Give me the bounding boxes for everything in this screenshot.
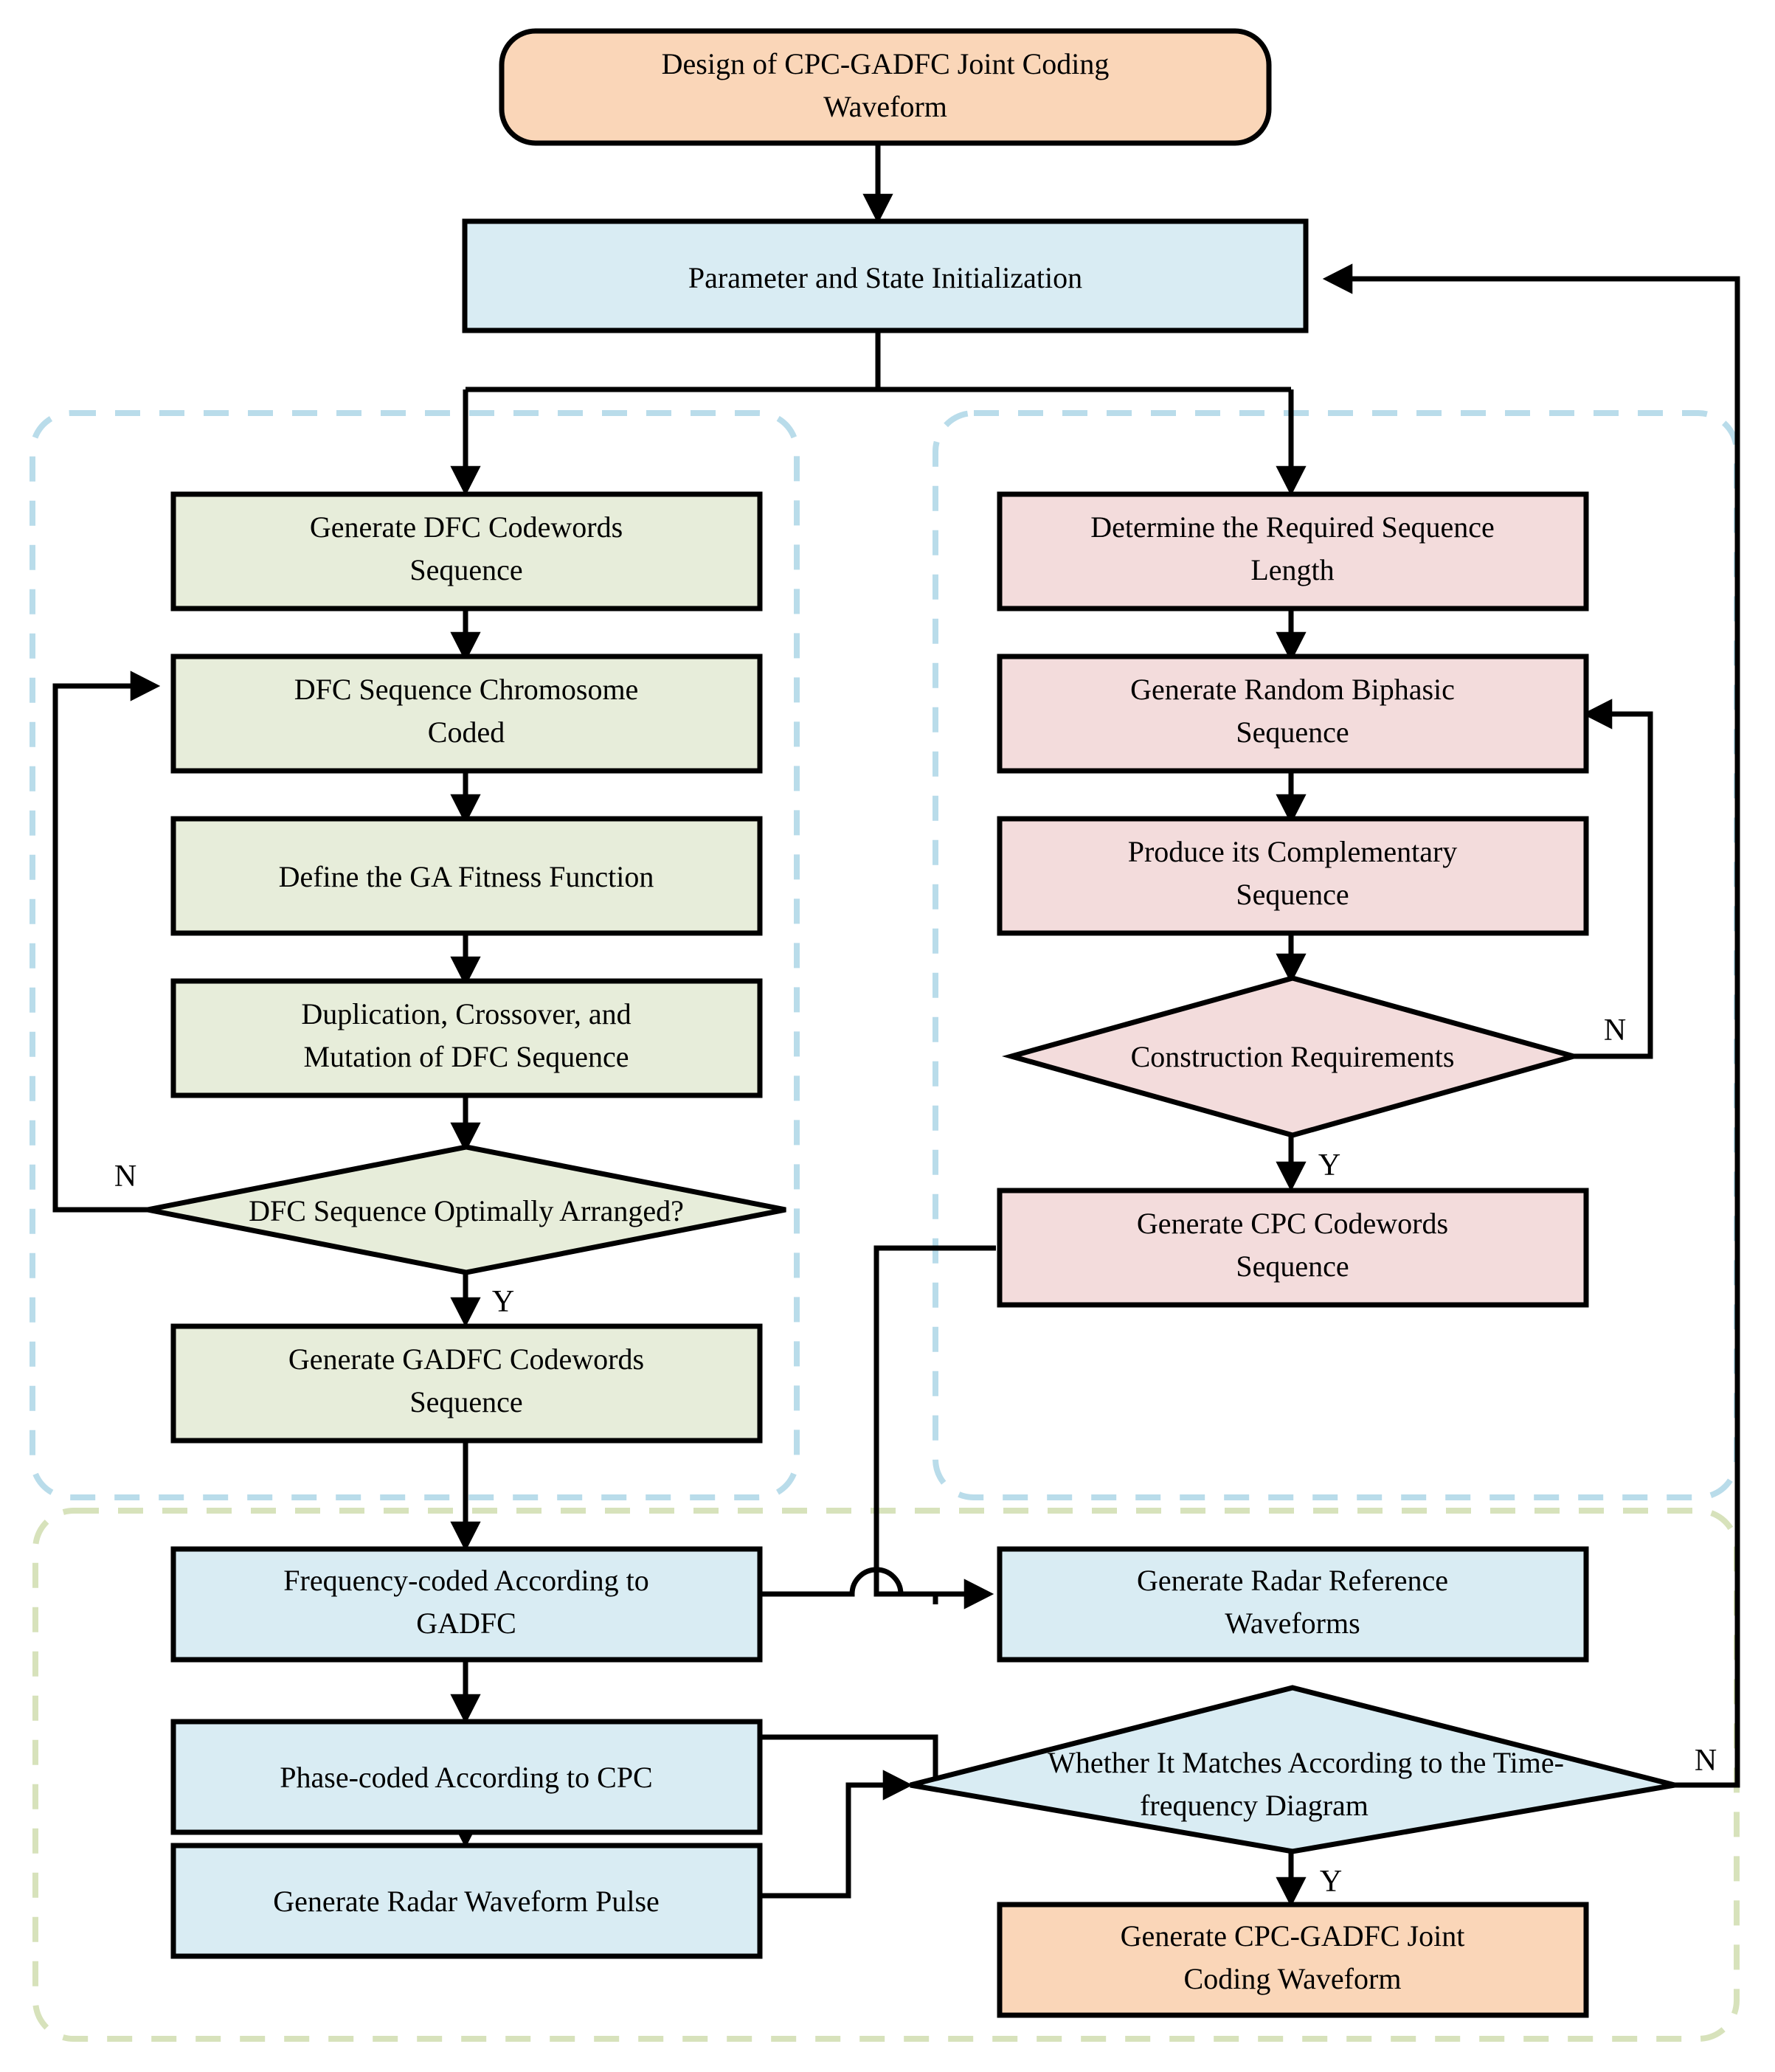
edge-init-split xyxy=(466,328,1291,392)
node-start-label-2: Waveform xyxy=(823,90,947,123)
node-init[interactable] xyxy=(462,218,1309,333)
edge-freqcoded-to-radarref xyxy=(760,1567,938,1604)
node-radar-reference[interactable] xyxy=(997,1546,1589,1663)
node-dfc-chromosome[interactable] xyxy=(170,654,763,774)
node-dfc-gen[interactable] xyxy=(170,491,763,611)
group-dfc-ga xyxy=(30,410,800,1500)
node-ga-operators-label-1: Duplication, Crossover, and xyxy=(301,997,631,1030)
node-gadfc-gen-label-2: Sequence xyxy=(409,1385,522,1418)
edge-label-construction-yes: Y xyxy=(1318,1148,1340,1182)
node-sequence-length-label-1: Determine the Required Sequence xyxy=(1090,510,1495,544)
node-start-label-1: Design of CPC-GADFC Joint Coding xyxy=(662,47,1110,80)
node-radar-pulse[interactable] xyxy=(170,1843,763,1959)
node-dfc-gen-label-2: Sequence xyxy=(409,553,522,586)
node-phase-coded-label: Phase-coded According to CPC xyxy=(280,1761,653,1794)
edge-label-match-yes: Y xyxy=(1320,1865,1342,1899)
node-radar-reference-label-2: Waveforms xyxy=(1225,1607,1360,1640)
node-dfc-decision[interactable] xyxy=(147,1144,786,1275)
node-ga-operators[interactable] xyxy=(170,978,763,1098)
node-frequency-coded-label-2: GADFC xyxy=(416,1607,516,1640)
node-dfc-gen-label-1: Generate DFC Codewords xyxy=(310,510,623,544)
node-dfc-chromosome-label-2: Coded xyxy=(428,716,505,749)
node-dfc-decision-label: DFC Sequence Optimally Arranged? xyxy=(249,1194,684,1227)
node-complementary-label-1: Produce its Complementary xyxy=(1128,835,1458,868)
node-start[interactable] xyxy=(499,28,1272,146)
node-init-label: Parameter and State Initialization xyxy=(688,261,1082,294)
node-gadfc-gen[interactable] xyxy=(170,1323,763,1444)
edge-label-construction-no: N xyxy=(1604,1014,1626,1047)
node-construction-decision-label: Construction Requirements xyxy=(1131,1040,1455,1073)
node-radar-reference-label-1: Generate Radar Reference xyxy=(1137,1564,1448,1597)
node-construction-decision[interactable] xyxy=(1001,975,1584,1138)
node-ga-operators-label-2: Mutation of DFC Sequence xyxy=(303,1040,629,1073)
node-cpc-gen-label-2: Sequence xyxy=(1236,1250,1349,1283)
node-dfc-chromosome-label-1: DFC Sequence Chromosome xyxy=(294,673,639,706)
node-complementary[interactable] xyxy=(997,816,1589,936)
node-complementary-label-2: Sequence xyxy=(1236,878,1349,911)
node-ga-fitness-label: Define the GA Fitness Function xyxy=(279,860,654,893)
node-sequence-length[interactable] xyxy=(997,491,1589,611)
edge-label-dfc-yes: Y xyxy=(492,1285,514,1319)
edge-dfc-decision-no-loop xyxy=(52,671,167,1213)
edge-pulse-to-match xyxy=(760,1770,913,1899)
node-final-output[interactable] xyxy=(997,1902,1589,2018)
node-gadfc-gen-label-1: Generate GADFC Codewords xyxy=(288,1342,644,1376)
node-match-decision-label-2: frequency Diagram xyxy=(1140,1789,1369,1822)
node-radar-pulse-label: Generate Radar Waveform Pulse xyxy=(273,1885,660,1918)
node-cpc-gen-label-1: Generate CPC Codewords xyxy=(1137,1207,1448,1240)
node-final-output-label-1: Generate CPC-GADFC Joint xyxy=(1121,1919,1465,1953)
node-sequence-length-label-2: Length xyxy=(1250,553,1334,586)
edge-match-no-to-init xyxy=(1322,263,1740,1788)
edge-phasecoded-to-match xyxy=(760,1734,938,1785)
edge-label-match-no: N xyxy=(1695,1744,1717,1778)
node-cpc-gen[interactable] xyxy=(997,1188,1589,1308)
node-frequency-coded[interactable] xyxy=(170,1546,763,1663)
node-biphasic-label-2: Sequence xyxy=(1236,716,1349,749)
node-phase-coded[interactable] xyxy=(170,1719,763,1835)
node-ga-fitness[interactable] xyxy=(170,816,763,936)
node-biphasic[interactable] xyxy=(997,654,1589,774)
node-biphasic-label-1: Generate Random Biphasic xyxy=(1130,673,1455,706)
node-match-decision-label-1: Whether It Matches According to the Time… xyxy=(1048,1746,1564,1779)
edge-label-dfc-no: N xyxy=(114,1160,136,1193)
node-match-decision[interactable] xyxy=(910,1685,1675,1854)
node-final-output-label-2: Coding Waveform xyxy=(1184,1962,1402,1995)
node-frequency-coded-label-1: Frequency-coded According to xyxy=(283,1564,648,1597)
edge-construction-no-loop xyxy=(1574,699,1653,1059)
